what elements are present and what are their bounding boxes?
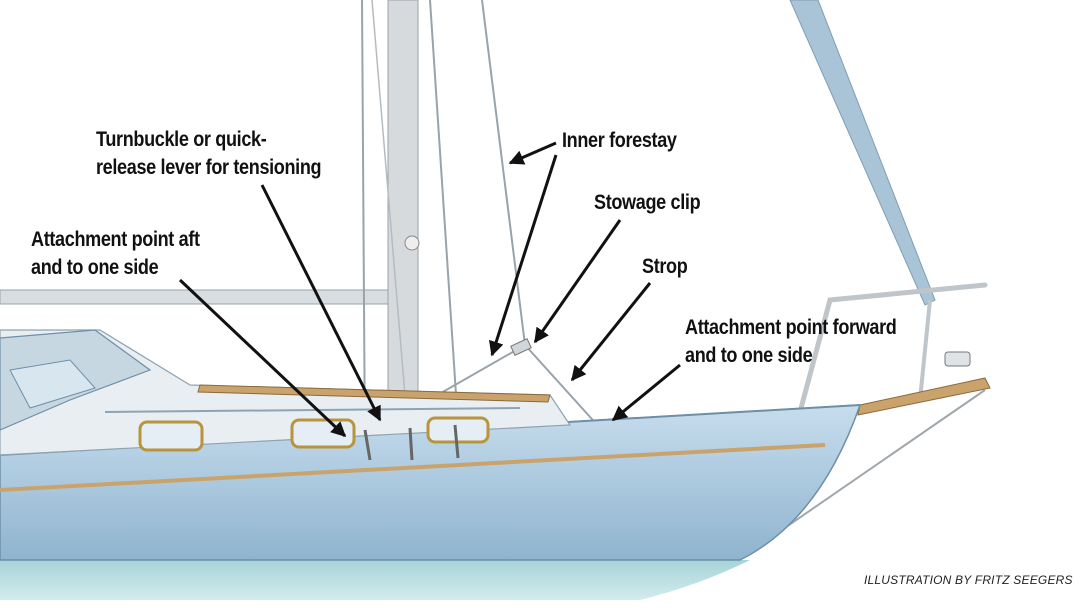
bow-pulpit — [797, 282, 988, 415]
bowsprit — [857, 377, 991, 416]
leader-arrows — [178, 141, 681, 438]
handrail — [197, 384, 551, 403]
arrow-inner-forestay-top — [508, 141, 557, 165]
portlight — [290, 418, 356, 449]
portlight — [426, 416, 490, 444]
label-strop: Strop — [642, 255, 688, 278]
label-attach-forward: Attachment point forward and to one side — [685, 316, 897, 367]
anchor-roller — [944, 351, 971, 367]
illustration-credit: ILLUSTRATION BY FRITZ SEEGERS — [864, 573, 1073, 587]
bobstay — [759, 389, 986, 546]
label-inner-forestay: Inner forestay — [562, 129, 677, 152]
sheer-stripe — [0, 443, 826, 492]
label-turnbuckle: Turnbuckle or quick- release lever for t… — [96, 128, 322, 179]
furled-jib — [789, 0, 936, 306]
arrow-stowage-clip — [533, 219, 622, 344]
stowage-clip-part — [510, 338, 532, 356]
strop-line — [524, 344, 601, 429]
arrow-attach-aft — [178, 278, 347, 438]
mast — [387, 0, 419, 401]
arrow-inner-forestay-bottom — [488, 154, 558, 357]
arrow-turnbuckle — [260, 184, 382, 422]
waterline — [0, 560, 750, 600]
label-attach-aft: Attachment point aft and to one side — [31, 228, 200, 279]
arrow-attach-forward — [611, 363, 681, 422]
portlight — [138, 420, 204, 452]
arrow-strop — [570, 282, 652, 382]
label-stowage-clip: Stowage clip — [594, 191, 701, 214]
inner-forestay-stay — [481, 0, 526, 346]
